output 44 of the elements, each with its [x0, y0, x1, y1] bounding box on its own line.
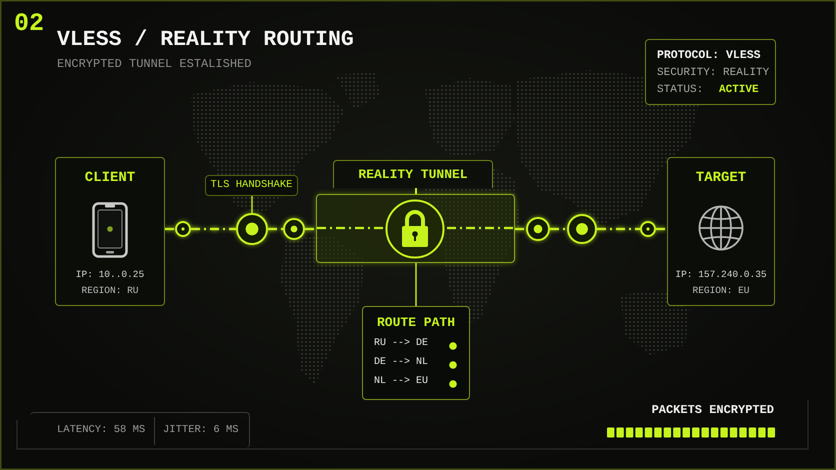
ip-address: IP: 157.240.0.35 — [675, 269, 767, 280]
dash-dot-connector — [656, 228, 667, 230]
glowing-ring — [236, 213, 268, 245]
glowing-ring — [567, 214, 597, 244]
jitter-readout: JITTER: 6 MS — [163, 424, 239, 437]
stats-panel — [30, 412, 250, 448]
dash-dot-connector — [268, 228, 283, 230]
region-label: REGION: RU — [82, 285, 138, 296]
handshake-label: TLS HANDSHAKE — [210, 179, 292, 192]
card-title: TARGET — [696, 170, 746, 187]
glowing-ring — [640, 221, 656, 237]
route-hop: DE --> NL — [374, 357, 428, 369]
glowing-ring — [283, 218, 305, 240]
diagram-title: VLESS / REALITY ROUTING — [57, 28, 354, 54]
section-number: 02 — [14, 9, 44, 39]
connector-line — [251, 196, 253, 213]
glowing-ring — [175, 221, 191, 237]
route-hop: RU --> DE — [374, 338, 428, 350]
tunnel-title: REALITY TUNNEL — [358, 167, 468, 183]
label-tag — [205, 175, 298, 196]
endpoint-card — [55, 157, 165, 306]
dash-dot-connector — [165, 228, 175, 230]
dash-dot-connector — [305, 228, 316, 230]
dash-dot-connector — [515, 228, 526, 230]
status-value: ACTIVE — [719, 84, 759, 98]
status-caption: PACKETS ENCRYPTED — [652, 403, 774, 418]
ip-address: IP: 10..0.25 — [76, 269, 144, 280]
route-panel — [362, 306, 470, 400]
card-title: CLIENT — [84, 170, 136, 187]
protocol-label: PROTOCOL: VLESS — [657, 49, 761, 63]
security-label: SECURITY: REALITY — [657, 67, 770, 80]
info-panel — [645, 39, 776, 105]
dash-dot-connector — [191, 228, 236, 230]
region-label: REGION: EU — [692, 285, 750, 296]
dash-dot-connector — [597, 228, 640, 230]
glowing-ring — [526, 217, 550, 241]
panel-title: ROUTE PATH — [377, 315, 455, 331]
dash-dot-connector — [550, 228, 567, 230]
status-label: STATUS: — [657, 84, 704, 98]
route-hop: NL --> EU — [374, 376, 428, 388]
endpoint-card — [667, 157, 775, 306]
connector-line — [415, 263, 417, 306]
latency-readout: LATENCY: 58 MS — [57, 424, 146, 437]
subtitle: ENCRYPTED TUNNEL ESTALISHED — [57, 57, 252, 72]
